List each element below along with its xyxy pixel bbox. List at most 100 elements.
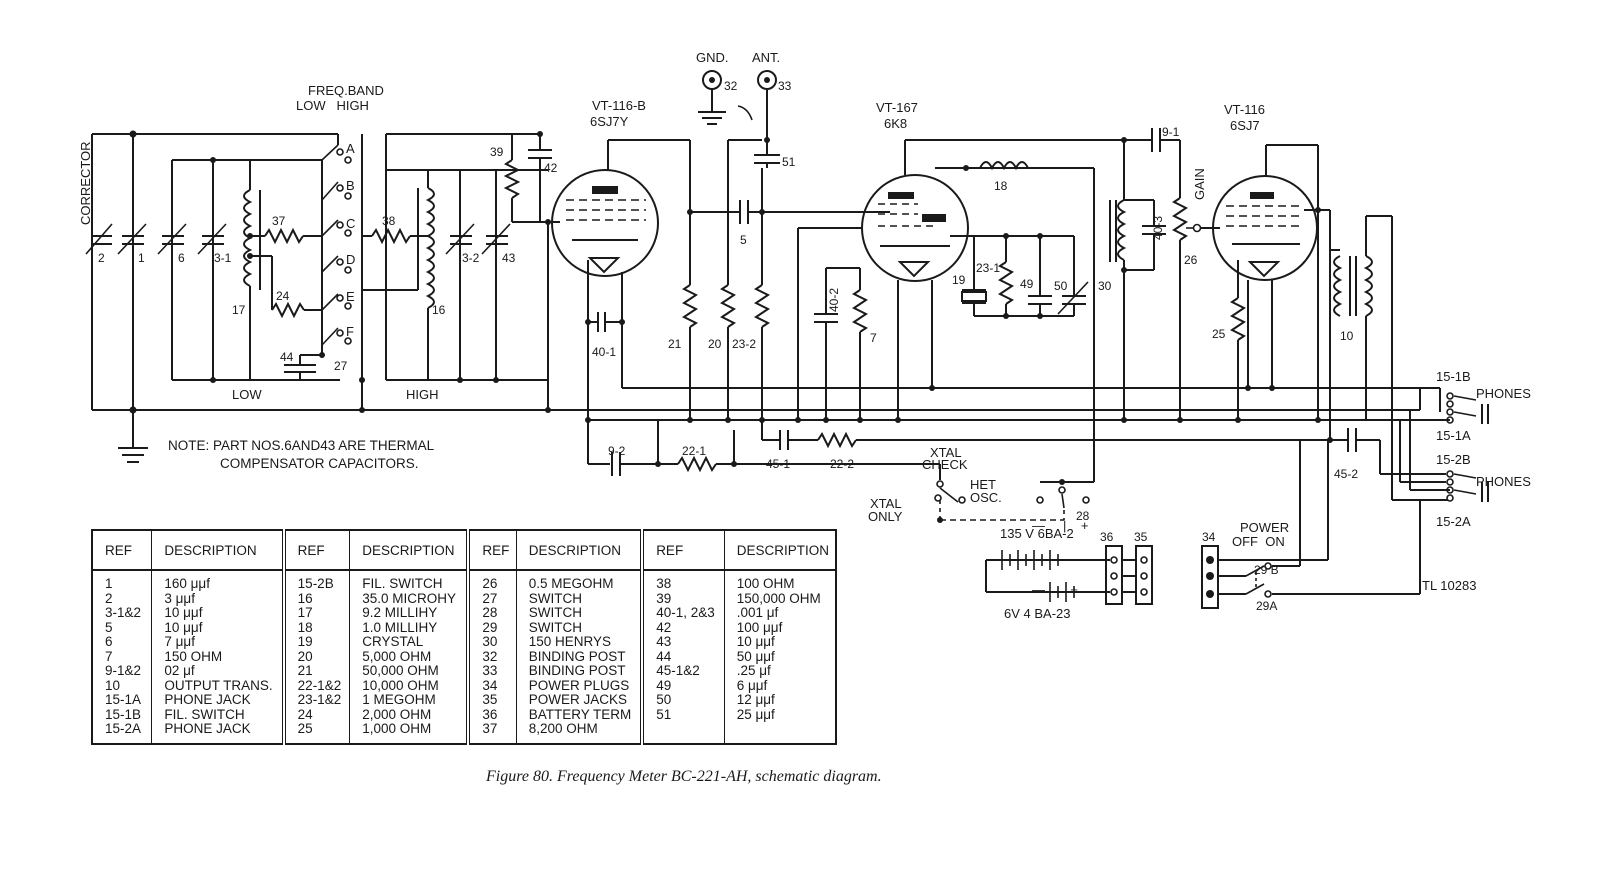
ref-cell: 15-2B bbox=[297, 576, 334, 591]
description-cell: 160 μμf bbox=[164, 576, 210, 591]
description-cell: 1 MEGOHM bbox=[362, 692, 436, 707]
cathode-40-2-7 bbox=[814, 267, 868, 423]
ref-cell: 32 bbox=[482, 648, 498, 664]
description-cell: 25 μμf bbox=[736, 706, 775, 722]
power-label: POWER bbox=[1240, 520, 1289, 535]
gain-label: GAIN bbox=[1192, 168, 1207, 200]
svg-text:3-2: 3-2 bbox=[462, 251, 480, 265]
ref-cell: 9-1&2 bbox=[105, 663, 142, 678]
resistor-24 bbox=[250, 255, 322, 319]
svg-text:39: 39 bbox=[490, 145, 504, 159]
ref-cell: 27 bbox=[482, 590, 498, 606]
ground-bus bbox=[91, 130, 1420, 463]
coil-17 bbox=[243, 160, 261, 380]
svg-text:44: 44 bbox=[280, 350, 294, 364]
phones-b-label: PHONES bbox=[1476, 474, 1531, 489]
svg-text:1: 1 bbox=[138, 251, 145, 265]
ref-cell: 17 bbox=[297, 605, 313, 620]
ref-cell: 10 bbox=[105, 677, 121, 693]
het-label: HET bbox=[970, 477, 996, 492]
ref-cell: 6 bbox=[105, 634, 113, 649]
diagram-labels: FREQ.BAND LOW HIGH GND. ANT. LOW HIGH GA… bbox=[232, 50, 1531, 621]
ref-cell: 1 bbox=[105, 576, 113, 591]
jack-15-1a: 15-1A bbox=[1436, 428, 1471, 443]
switch-B: B bbox=[346, 178, 355, 193]
svg-text:23-2: 23-2 bbox=[732, 337, 756, 351]
tube1-type: VT-116-B bbox=[592, 98, 646, 113]
figure-caption: Figure 80. Frequency Meter BC-221-AH, sc… bbox=[486, 768, 882, 785]
svg-text:5: 5 bbox=[740, 233, 747, 247]
tube1-base: 6SJ7Y bbox=[590, 114, 629, 129]
svg-text:9-1: 9-1 bbox=[1162, 125, 1180, 139]
svg-text:2: 2 bbox=[98, 251, 105, 265]
svg-text:29 B: 29 B bbox=[1254, 563, 1279, 577]
col-header: DESCRIPTION bbox=[723, 530, 836, 571]
svg-text:10: 10 bbox=[1340, 329, 1354, 343]
ref-cell: 30 bbox=[482, 634, 498, 649]
ref-cell: 3-1&2 bbox=[105, 605, 142, 620]
xtal-only-2: ONLY bbox=[868, 509, 903, 524]
description-cell: OUTPUT TRANS. bbox=[164, 677, 273, 693]
ref-cell: 23-1&2 bbox=[297, 692, 342, 707]
ref-cell: 35 bbox=[482, 692, 498, 707]
description-cell: BINDING POST bbox=[528, 648, 626, 664]
xtal-check-switch[interactable] bbox=[934, 168, 1095, 523]
description-cell: SWITCH bbox=[528, 605, 582, 620]
coupling-45-1-22-2 bbox=[761, 420, 1348, 450]
phone-jacks[interactable] bbox=[1379, 388, 1489, 502]
description-cell: 02 μf bbox=[164, 663, 195, 678]
svg-text:40-2: 40-2 bbox=[827, 288, 841, 312]
svg-text:— +: — + bbox=[1032, 582, 1078, 597]
svg-text:25: 25 bbox=[1212, 327, 1226, 341]
gnd-label: GND. bbox=[696, 50, 729, 65]
svg-text:34: 34 bbox=[1202, 530, 1216, 544]
svg-text:32: 32 bbox=[724, 79, 738, 93]
svg-text:21: 21 bbox=[668, 337, 682, 351]
description-cell: 10 μμf bbox=[164, 605, 203, 620]
description-cell: SWITCH bbox=[528, 590, 582, 606]
osc-label: OSC. bbox=[970, 490, 1002, 505]
band-switch[interactable]: A B C D E F bbox=[284, 134, 365, 413]
switch-E: E bbox=[346, 289, 355, 304]
coupling-9-2-22-1 bbox=[588, 420, 940, 476]
ref-cell: 15-1A bbox=[105, 692, 142, 707]
svg-text:3-1: 3-1 bbox=[214, 251, 232, 265]
col-header: REF bbox=[640, 530, 725, 571]
output-transformer-10 bbox=[1330, 215, 1393, 500]
svg-text:50: 50 bbox=[1054, 279, 1068, 293]
switch-A: A bbox=[346, 141, 355, 156]
svg-text:45-1: 45-1 bbox=[766, 457, 790, 471]
svg-text:18: 18 bbox=[994, 179, 1008, 193]
description-cell: 1.0 MILLIHY bbox=[362, 619, 438, 635]
binding-posts[interactable] bbox=[698, 70, 780, 168]
note-line-1: NOTE: PART NOS.6AND43 ARE THERMAL bbox=[168, 438, 435, 453]
svg-text:27: 27 bbox=[334, 359, 348, 373]
description-cell: 9.2 MILLIHY bbox=[362, 605, 438, 620]
low-high-label: LOW HIGH bbox=[296, 98, 369, 113]
description-cell: 3 μμf bbox=[164, 590, 195, 606]
svg-text:— | +: — | + bbox=[1032, 518, 1088, 533]
ref-cell: 36 bbox=[482, 706, 498, 722]
jack-15-2a: 15-2A bbox=[1436, 514, 1471, 529]
col-header: DESCRIPTION bbox=[151, 530, 284, 571]
description-cell: 100 μμf bbox=[736, 619, 783, 635]
svg-text:36: 36 bbox=[1100, 530, 1114, 544]
ref-cell: 21 bbox=[297, 663, 313, 678]
tube-vt167 bbox=[795, 139, 1124, 423]
ref-cell: 24 bbox=[297, 706, 313, 722]
description-cell: CRYSTAL bbox=[362, 634, 424, 649]
ref-cell: 16 bbox=[297, 590, 313, 606]
svg-text:22-2: 22-2 bbox=[830, 457, 854, 471]
svg-text:51: 51 bbox=[782, 155, 796, 169]
svg-text:29A: 29A bbox=[1256, 599, 1277, 613]
description-cell: POWER JACKS bbox=[528, 692, 627, 707]
output-coupling bbox=[1109, 128, 1220, 423]
description-cell: 5,000 OHM bbox=[362, 648, 432, 664]
ref-cell: 22-1&2 bbox=[297, 677, 342, 693]
ant-label: ANT. bbox=[752, 50, 780, 65]
